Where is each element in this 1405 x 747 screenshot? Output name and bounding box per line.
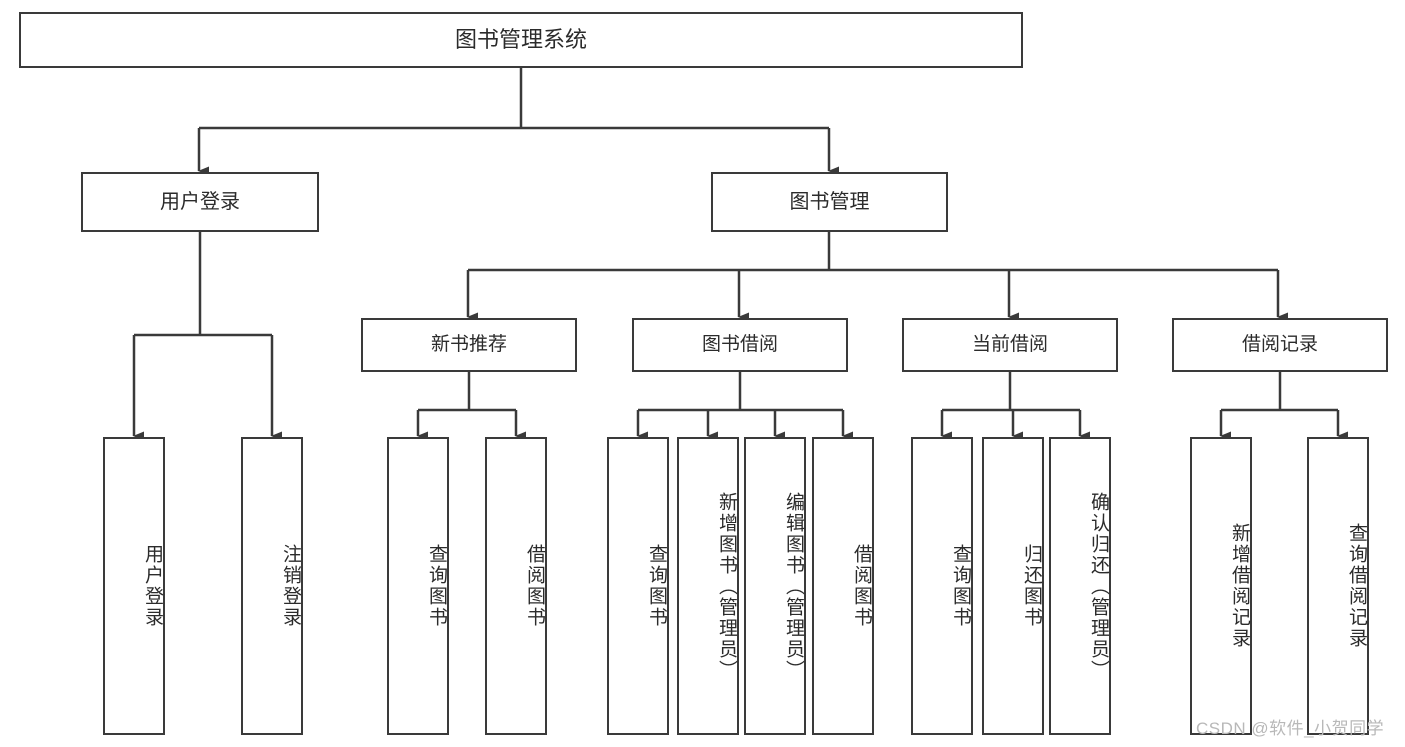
leaf-node-2[interactable]: 查询图书 [387,437,449,735]
node-label: 确认归还（管理员） [1088,491,1109,681]
node-label: 用户登录 [142,544,163,628]
node-label: 图书借阅 [701,334,778,356]
node-label: 新增借阅记录 [1229,523,1250,649]
node-label: 注销登录 [280,544,301,628]
node-label: 编辑图书（管理员） [783,491,804,681]
leaf-node-9[interactable]: 归还图书 [982,437,1044,735]
leaf-node-1[interactable]: 注销登录 [241,437,303,735]
node-label: 图书管理 [789,190,870,213]
leaf-node-4[interactable]: 查询图书 [607,437,669,735]
leaf-node-6[interactable]: 编辑图书（管理员） [744,437,806,735]
watermark-label: CSDN @软件_小贺同学 [1196,719,1385,738]
node-label: 借阅图书 [524,544,545,628]
connector-lines [132,68,1348,441]
leaf-node-10[interactable]: 确认归还（管理员） [1049,437,1111,735]
level2-node-2[interactable]: 当前借阅 [902,318,1118,372]
node-label: 查询图书 [646,544,667,628]
node-label: 新书推荐 [430,334,507,356]
node-label: 图书管理系统 [454,26,587,52]
leaf-node-8[interactable]: 查询图书 [911,437,973,735]
leaf-node-12[interactable]: 查询借阅记录 [1307,437,1369,735]
leaf-node-7[interactable]: 借阅图书 [812,437,874,735]
node-label: 用户登录 [160,190,240,213]
leaf-node-11[interactable]: 新增借阅记录 [1190,437,1252,735]
node-label: 新增图书（管理员） [716,491,737,681]
level2-node-3[interactable]: 借阅记录 [1172,318,1388,372]
node-label: 借阅图书 [851,544,872,628]
level1-node-1[interactable]: 图书管理 [711,172,948,232]
node-label: 查询借阅记录 [1346,523,1367,649]
node-label: 归还图书 [1021,544,1042,628]
node-label: 查询图书 [950,544,971,628]
node-label: 当前借阅 [971,334,1048,356]
node-label: 借阅记录 [1241,334,1318,356]
leaf-node-0[interactable]: 用户登录 [103,437,165,735]
leaf-node-5[interactable]: 新增图书（管理员） [677,437,739,735]
level2-node-1[interactable]: 图书借阅 [632,318,848,372]
node-label: 查询图书 [426,544,447,628]
level1-node-0[interactable]: 用户登录 [81,172,319,232]
leaf-node-3[interactable]: 借阅图书 [485,437,547,735]
root-node-0[interactable]: 图书管理系统 [19,12,1023,68]
level2-node-0[interactable]: 新书推荐 [361,318,577,372]
